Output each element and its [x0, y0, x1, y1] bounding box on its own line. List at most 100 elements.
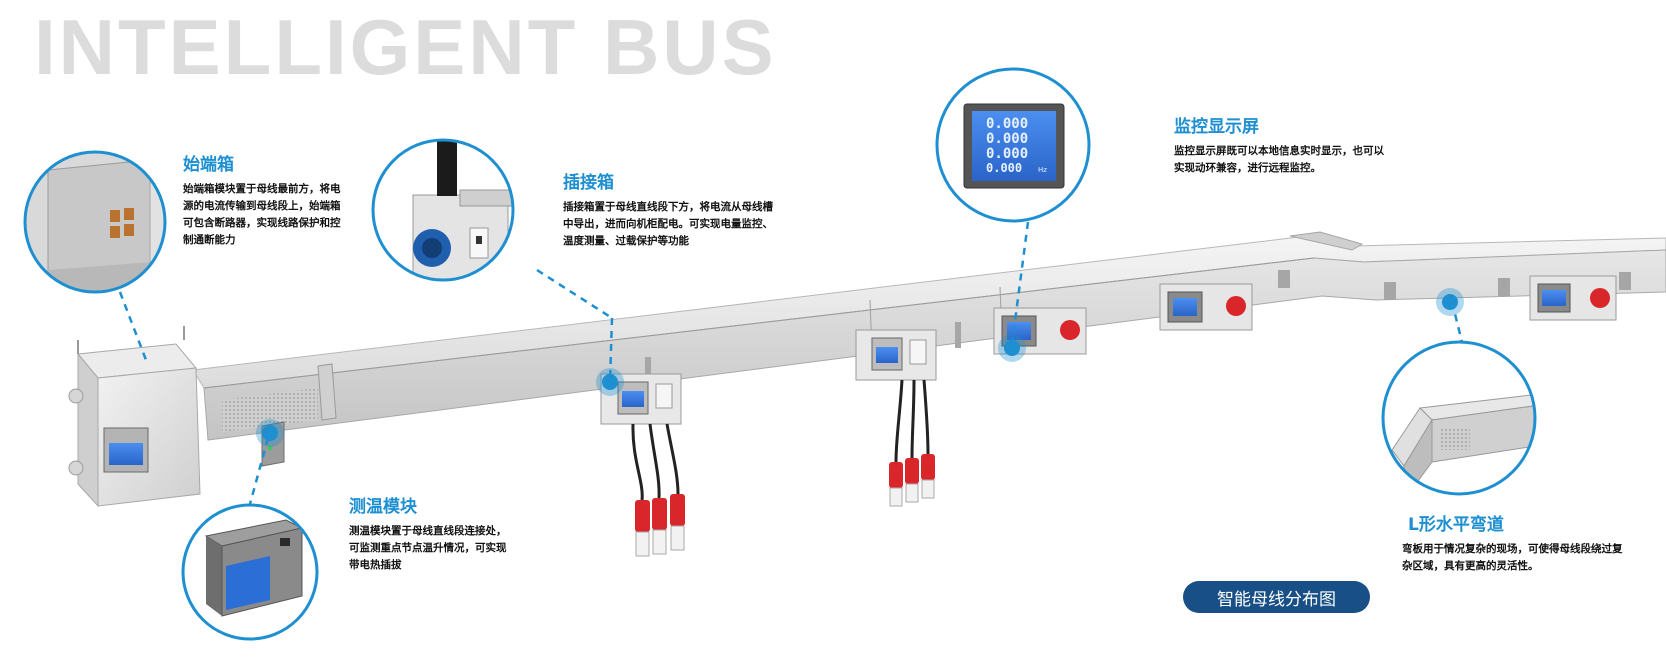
zoom-circle-ring — [23, 150, 167, 294]
marker-dot — [1442, 294, 1458, 310]
callout-temp-module: 测温模块 测温模块置于母线直线段连接处， 可监测重点节点温升情况，可实现 带电热… — [349, 492, 549, 574]
red-socket — [1226, 296, 1246, 316]
power-cable — [648, 423, 661, 499]
callout-line: 实现动环兼容，进行远程监控。 — [1174, 162, 1321, 174]
start-box-front — [77, 352, 99, 508]
plug-cap — [905, 483, 919, 503]
bracket — [955, 322, 961, 348]
start-box-unit — [68, 326, 201, 508]
plug-box-lcd — [876, 347, 898, 363]
callout-line: 可监测重点节点温升情况，可实现 — [349, 542, 507, 554]
zoom-circle-l-bend — [1381, 340, 1537, 496]
bracket — [1498, 278, 1510, 296]
plug-box-unit-1 — [600, 373, 685, 557]
zoom-circle-temp-module — [181, 503, 319, 641]
callout-title: 监控显示屏 — [1174, 117, 1259, 137]
display-lcd — [972, 111, 1056, 181]
support-brackets — [645, 270, 1631, 383]
plug-box-switch — [655, 383, 673, 409]
plug-box-switch — [909, 339, 927, 365]
industrial-plugs — [889, 379, 935, 507]
red-plug — [652, 498, 667, 530]
red-plug — [670, 494, 685, 526]
callout-title: 测温模块 — [349, 497, 417, 517]
copper-terminal — [124, 208, 134, 220]
callout-line: 温度测量、过载保护等功能 — [563, 235, 689, 247]
callout-l-bend: L形水平弯道 弯板用于情况复杂的现场，可使得母线段绕过复 杂区域，具有更高的灵活… — [1402, 510, 1656, 575]
temp-device-keypad — [226, 556, 270, 610]
plug-cap — [652, 529, 667, 555]
vent-grille — [222, 388, 318, 432]
callout-start-box: 始端箱 始端箱模块置于母线最前方，将电 源的电流传输到母线段上，始端箱 可包含断… — [183, 150, 373, 249]
callout-line: 可包含断路器，实现线路保护和控 — [183, 217, 341, 229]
busway-edge — [203, 257, 1315, 389]
location-markers — [256, 288, 1464, 447]
zoom-circle-ring — [935, 67, 1091, 223]
bracket — [1384, 282, 1396, 300]
cable-gland — [68, 460, 84, 476]
busway-joint — [317, 363, 337, 421]
callout-title: 插接箱 — [563, 173, 614, 193]
red-socket — [1060, 320, 1080, 340]
temp-device-front — [206, 536, 222, 616]
start-box-meter-lcd — [109, 443, 143, 465]
marker-dot — [262, 425, 278, 441]
leader-line-plug-box — [608, 317, 614, 383]
callout-monitor: 监控显示屏 监控显示屏既可以本地信息实时显示，也可以 实现动环兼容，进行远程监控… — [1174, 112, 1434, 177]
callout-text: 监控显示屏既可以本地信息实时显示，也可以 实现动环兼容，进行远程监控。 — [1174, 143, 1434, 177]
callout-line: 中导出，进而向机柜配电。可实现电量监控、 — [563, 218, 773, 230]
marker-dot — [1004, 340, 1020, 356]
callout-text: 插接箱置于母线直线段下方，将电流从母线槽 中导出，进而向机柜配电。可实现电量监控… — [563, 199, 813, 250]
zoom-circle-ring — [371, 138, 515, 282]
zoom-circle-start-box — [23, 150, 167, 294]
breaker-toggle — [476, 236, 482, 244]
zoom-circle-ring — [1381, 340, 1537, 496]
red-plug — [889, 462, 903, 488]
callout-text: 始端箱模块置于母线最前方，将电 源的电流传输到母线段上，始端箱 可包含断路器，实… — [183, 181, 373, 249]
red-plug — [635, 500, 650, 532]
blue-socket-face — [422, 238, 442, 258]
bend-vent — [1440, 428, 1470, 450]
power-cable — [631, 423, 644, 501]
copper-terminal — [110, 226, 120, 238]
callout-line: 监控显示屏既可以本地信息实时显示，也可以 — [1174, 145, 1384, 157]
plug-cap — [889, 487, 903, 507]
display-reading-3: 0.000 — [986, 146, 1028, 162]
callout-line: 源的电流传输到母线段上，始端箱 — [183, 200, 341, 212]
callout-text: 弯板用于情况复杂的现场，可使得母线段绕过复 杂区域，具有更高的灵活性。 — [1402, 541, 1656, 575]
red-plug — [921, 454, 935, 480]
power-cable — [665, 423, 680, 495]
zoom-circle-ring — [181, 503, 319, 641]
plug-box-zoom-bracket — [459, 189, 513, 207]
leader-line-plug-box — [536, 268, 613, 320]
plug-cap — [635, 531, 650, 557]
display-reading-2: 0.000 — [986, 131, 1028, 147]
industrial-plugs — [631, 423, 685, 557]
display-reading-4: 0.000 — [986, 161, 1022, 175]
callout-line: 测温模块置于母线直线段连接处， — [349, 525, 507, 537]
callout-line: 制通断能力 — [183, 234, 236, 246]
callout-line: 弯板用于情况复杂的现场，可使得母线段绕过复 — [1402, 543, 1623, 555]
power-cable — [922, 379, 930, 455]
plug-cap — [670, 525, 685, 551]
callout-line: 始端箱模块置于母线最前方，将电 — [183, 183, 341, 195]
copper-terminal — [124, 224, 134, 236]
callout-line: 插接箱置于母线直线段下方，将电流从母线槽 — [563, 201, 773, 213]
monitor-box-unit-2 — [1159, 283, 1253, 331]
display-unit: Hz — [1038, 166, 1047, 174]
marker-dot — [602, 374, 618, 390]
cable-gland — [68, 388, 84, 404]
page-title: INTELLIGENT BUS — [34, 3, 777, 91]
plug-box-unit-2 — [855, 329, 937, 507]
power-cable — [910, 379, 916, 459]
callout-plug-box: 插接箱 插接箱置于母线直线段下方，将电流从母线槽 中导出，进而向机柜配电。可实现… — [563, 168, 813, 250]
zoom-circle-monitor: 0.000 0.000 0.000 0.000 Hz — [935, 67, 1091, 223]
bracket — [1619, 272, 1631, 290]
leader-line-temp — [248, 437, 270, 505]
callout-line: 杂区域，具有更高的灵活性。 — [1402, 560, 1539, 572]
callout-title: L形水平弯道 — [1408, 515, 1504, 535]
display-reading-1: 0.000 — [986, 116, 1028, 132]
monitor-box-lcd — [1007, 322, 1031, 340]
bend-corner — [1289, 231, 1364, 251]
